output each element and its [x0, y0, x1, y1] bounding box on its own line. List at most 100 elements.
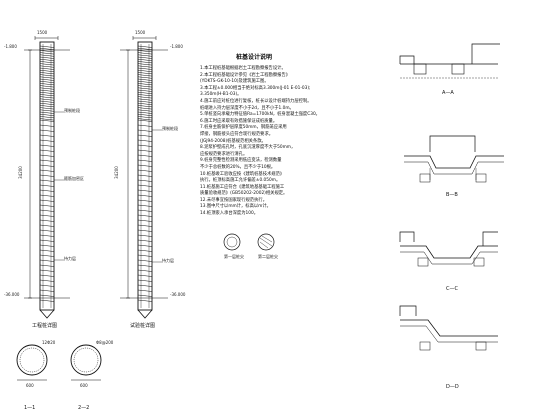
- rebar-tie: [39, 154, 55, 157]
- rebar-tie: [39, 100, 55, 103]
- rebar-tie: [137, 102, 153, 105]
- rebar-tie: [39, 229, 55, 232]
- rebar-tie: [39, 124, 55, 127]
- rebar-tie: [137, 184, 153, 187]
- rebar-tie: [137, 113, 153, 116]
- notes-line: 7.桩身主筋保护层厚度50mm，钢筋笼应采用: [200, 125, 287, 131]
- section-1-dim: 600: [26, 383, 34, 388]
- rebar-tie: [137, 65, 153, 68]
- rebar-tie: [39, 58, 55, 61]
- rebar-tie: [137, 219, 153, 222]
- rebar-tie: [137, 69, 153, 72]
- notes-line: 执行。桩顶标高施工允许偏差±0.050m。: [200, 178, 281, 184]
- section-2-dim: 600: [80, 383, 88, 388]
- notes-line: 6.施工时应采取有效措施保证成桩质量。: [200, 118, 278, 124]
- rebar-tie: [39, 109, 55, 112]
- rebar-tie: [137, 116, 153, 119]
- rebar-tie: [39, 87, 55, 90]
- rebar-tie: [39, 94, 55, 97]
- rebar-tie: [39, 45, 55, 48]
- pile-right-top-dim: 1500: [135, 30, 146, 35]
- rebar-tie: [137, 54, 153, 57]
- section-1-rebar: 12Φ20: [42, 340, 56, 345]
- rebar-tie: [137, 194, 153, 197]
- rebar-tie: [137, 284, 153, 287]
- rebar-tie: [137, 164, 153, 167]
- rebar-tie: [137, 58, 153, 61]
- rebar-tie: [39, 102, 55, 105]
- rebar-tie: [137, 45, 153, 48]
- pile-left-label-a: 预制桩段: [64, 108, 80, 113]
- rebar-tie: [137, 294, 153, 297]
- rebar-tie: [39, 274, 55, 277]
- notes-line: (JGJ94-2008)桩基规范相关条款。: [200, 138, 266, 144]
- rebar-tie: [39, 111, 55, 114]
- pile-right-length: 34200: [113, 166, 119, 179]
- rebar-tie: [137, 63, 153, 66]
- rebar-tie: [39, 85, 55, 88]
- legend-label-2: 第二层桩尖: [258, 254, 278, 259]
- rebar-tie: [137, 214, 153, 217]
- section-d-d-label: D—D: [446, 384, 459, 390]
- rebar-tie: [137, 139, 153, 142]
- rebar-tie: [39, 69, 55, 72]
- rebar-tie: [39, 149, 55, 152]
- notes-line: 3.本工程±0.000相当于绝对标高3.300m(J-01 E-01-03);: [200, 85, 311, 91]
- rebar-tie: [39, 74, 55, 77]
- rebar-tie: [39, 194, 55, 197]
- rebar-tie: [137, 169, 153, 172]
- pile-left-label-c: 持力层: [64, 256, 76, 261]
- rebar-tie: [137, 279, 153, 282]
- rebar-tie: [39, 164, 55, 167]
- rebar-tie: [137, 264, 153, 267]
- rebar-tie: [137, 119, 153, 122]
- rebar-tie: [39, 118, 55, 121]
- rebar-tie: [137, 100, 153, 103]
- rebar-tie: [137, 229, 153, 232]
- rebar-tie: [39, 67, 55, 70]
- notes-line: 5.单桩竖向承载力特征值Ra=1700kN，桩身混凝土强度C30。: [200, 112, 320, 118]
- rebar-tie: [137, 269, 153, 272]
- section-circle-1: [16, 344, 48, 381]
- rebar-tie: [137, 239, 153, 242]
- notes-line: (YDKTS-GK-10-10)及建筑施工图。: [200, 79, 269, 85]
- rebar-tie: [39, 89, 55, 92]
- pile-right-level-bottom: -36.000: [170, 292, 186, 297]
- rebar-tie: [137, 52, 153, 55]
- rebar-tie: [137, 174, 153, 177]
- rebar-tie: [39, 63, 55, 66]
- section-d-d-drawing: [399, 305, 498, 351]
- rebar-tie: [137, 76, 153, 79]
- notes-line: 应按规范要求进行清孔。: [200, 151, 248, 157]
- rebar-tie: [137, 244, 153, 247]
- rebar-tie: [39, 159, 55, 162]
- notes-line: 9.桩身完整性检测采用低应变法，检测数量: [200, 158, 282, 164]
- notes-line: 质量验收规范》(GB50202-2002)相关规定。: [200, 191, 288, 197]
- rebar-tie: [137, 83, 153, 86]
- rebar-tie: [137, 47, 153, 50]
- rebar-tie: [137, 209, 153, 212]
- rebar-tie: [137, 129, 153, 132]
- pile-right-label-a: 预制桩段: [162, 126, 178, 131]
- rebar-tie: [39, 239, 55, 242]
- rebar-tie: [39, 72, 55, 75]
- rebar-tie: [137, 249, 153, 252]
- section-1-label: 1—1: [24, 405, 36, 411]
- rebar-tie: [137, 87, 153, 90]
- notes-list: 1.本工程桩基础根据岩土工程勘察报告设计。2.本工程桩基础设计参见《岩土工程勘察…: [200, 66, 320, 218]
- rebar-tie: [137, 289, 153, 292]
- rebar-tie: [137, 91, 153, 94]
- rebar-tie: [39, 259, 55, 262]
- rebar-tie: [39, 244, 55, 247]
- rebar-tie: [39, 189, 55, 192]
- rebar-tie: [39, 289, 55, 292]
- rebar-tie: [137, 105, 153, 108]
- rebar-tie: [137, 94, 153, 97]
- rebar-tie: [39, 209, 55, 212]
- rebar-tie: [39, 249, 55, 252]
- notes-line: 10.桩基竣工验收应按《建筑桩基技术规范》: [200, 171, 285, 177]
- rebar-tie: [39, 65, 55, 68]
- rebar-tie: [137, 234, 153, 237]
- section-c-c-drawing: [399, 231, 498, 267]
